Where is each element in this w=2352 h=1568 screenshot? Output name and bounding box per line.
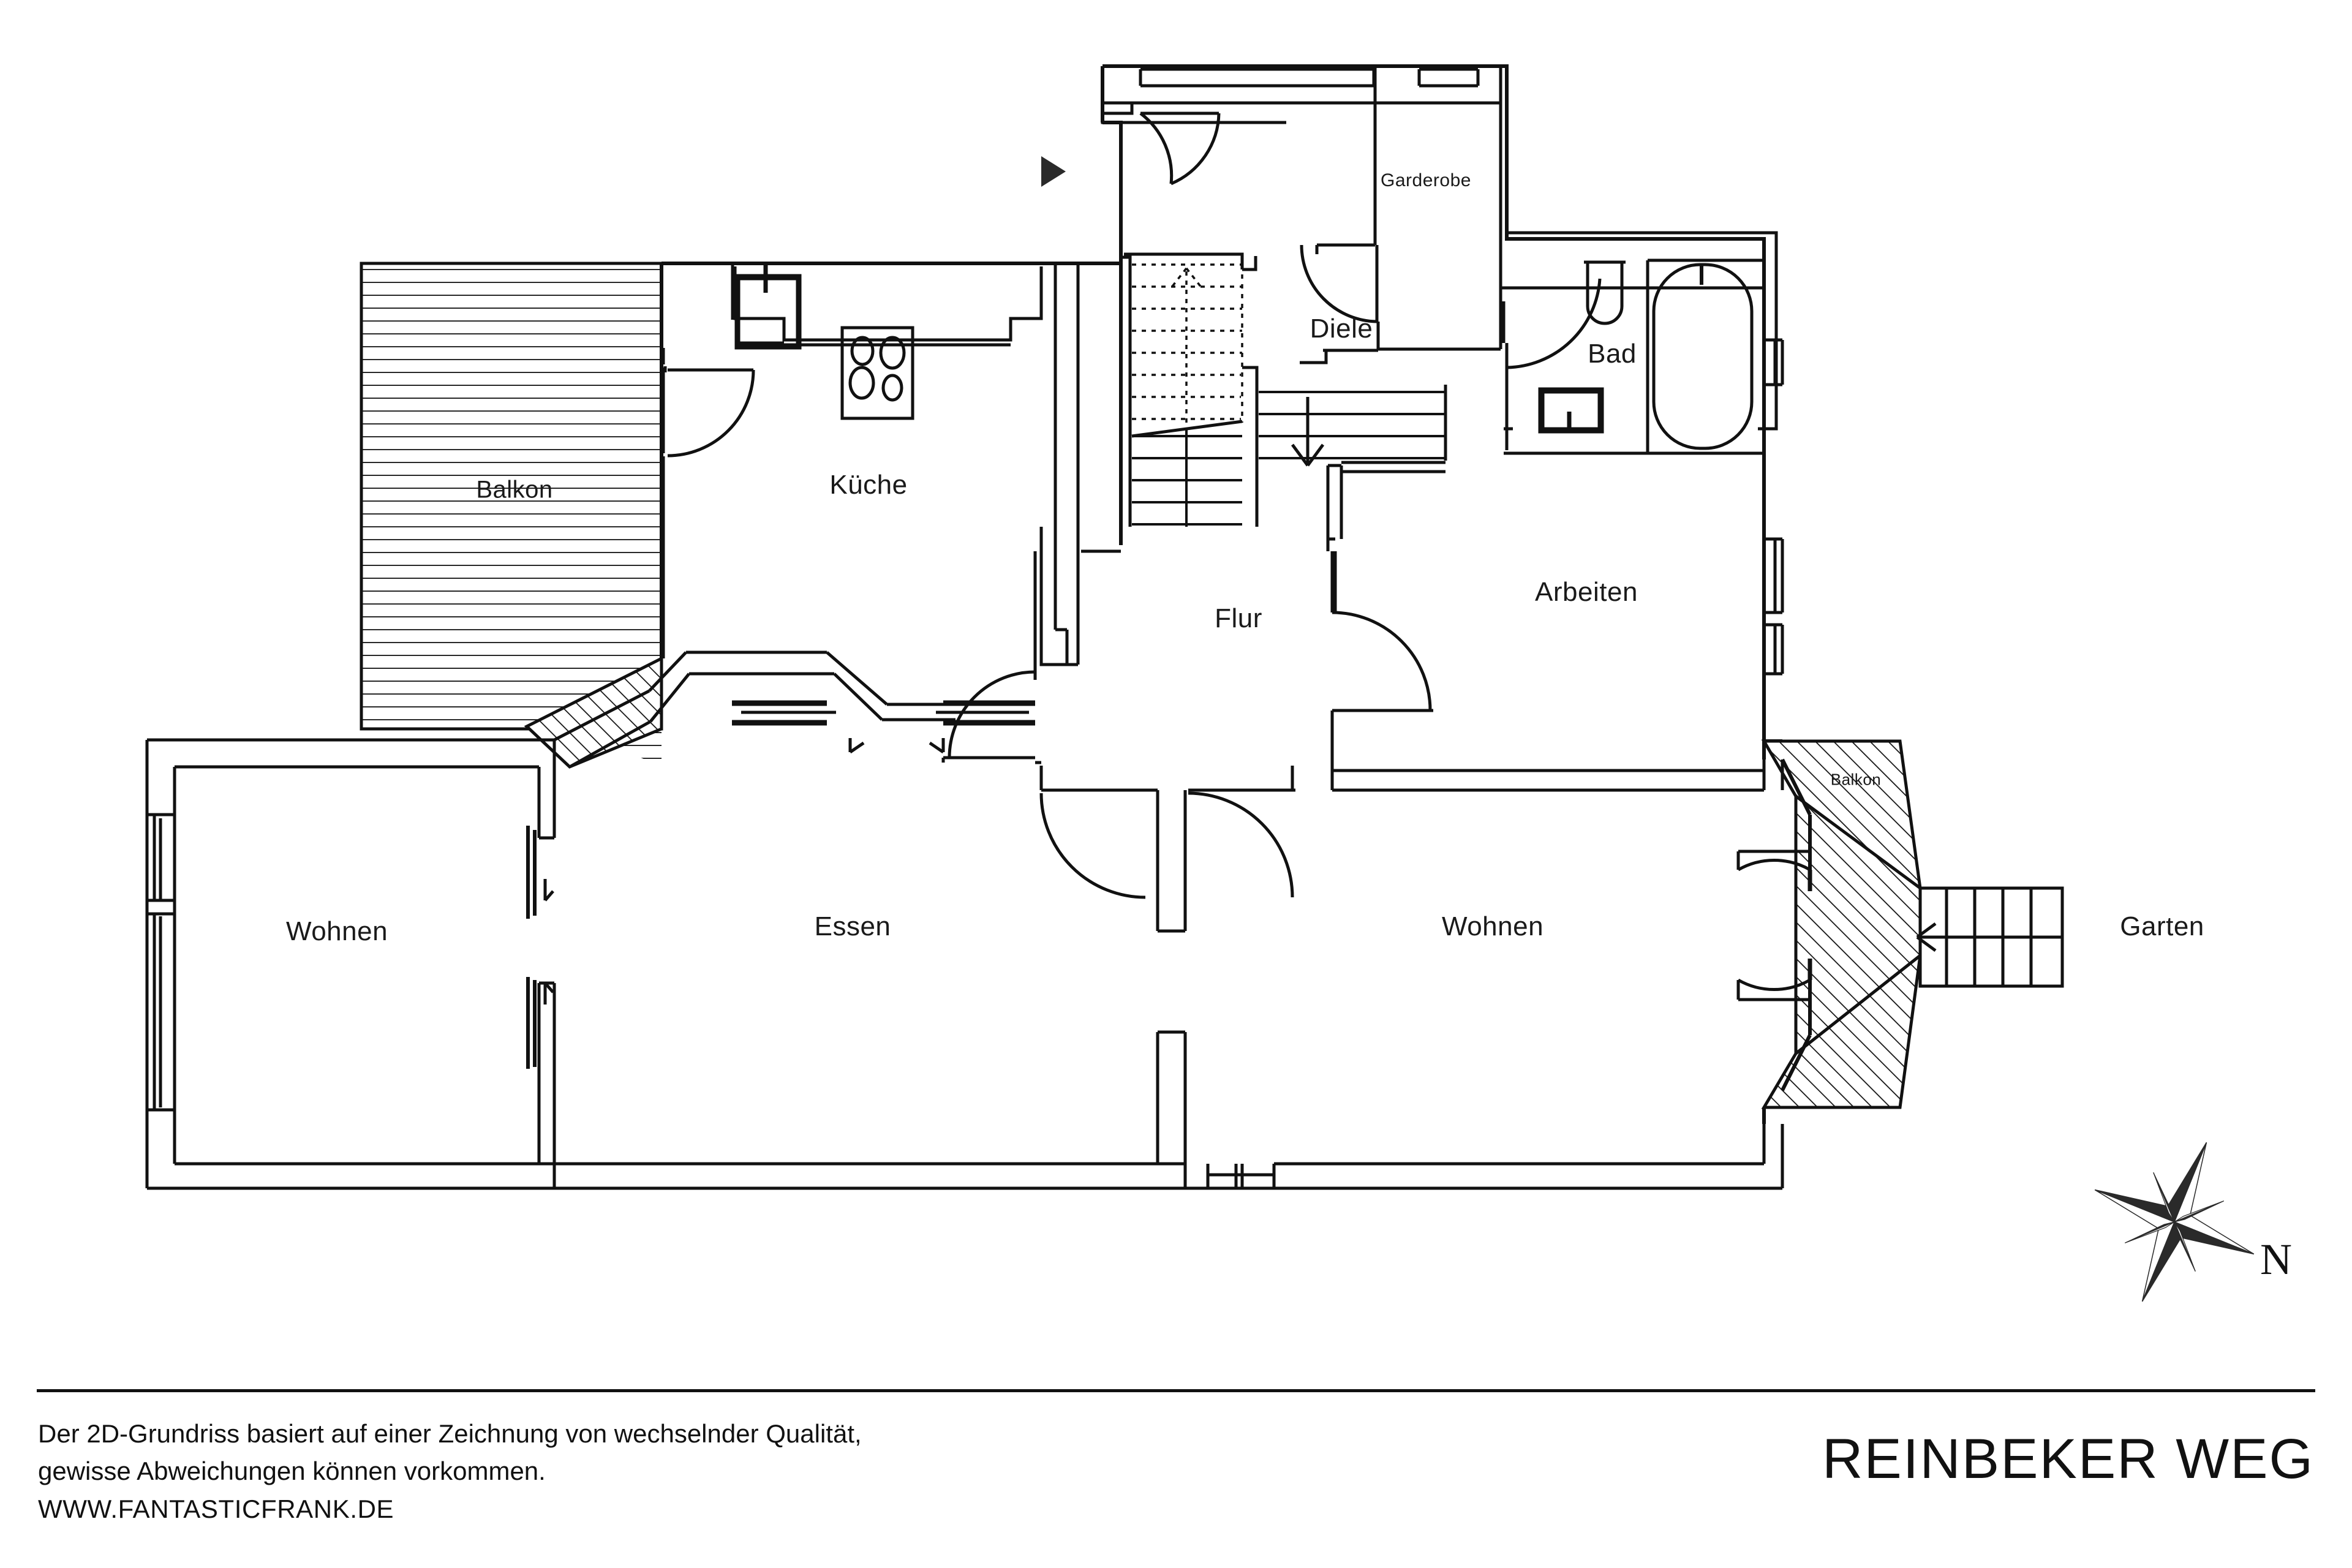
website-url: WWW.FANTASTICFRANK.DE	[38, 1494, 394, 1523]
balcony-left-deck	[360, 262, 663, 769]
stairs	[1121, 252, 1447, 527]
footer-divider	[37, 1389, 2315, 1392]
disclaimer-text: Der 2D-Grundriss basiert auf einer Zeich…	[38, 1415, 1385, 1528]
garden-steps	[1916, 886, 2064, 988]
disclaimer-line-2: gewisse Abweichungen können vorkommen.	[38, 1457, 546, 1486]
entrance-arrow-icon	[1041, 156, 1066, 187]
compass-rose-icon	[2076, 1130, 2272, 1314]
balcony-right	[1761, 739, 1923, 1124]
disclaimer-line-1: Der 2D-Grundriss basiert auf einer Zeich…	[38, 1419, 862, 1448]
project-title: REINBEKER WEG	[1822, 1428, 2314, 1490]
compass-north-label: N	[2260, 1235, 2292, 1284]
